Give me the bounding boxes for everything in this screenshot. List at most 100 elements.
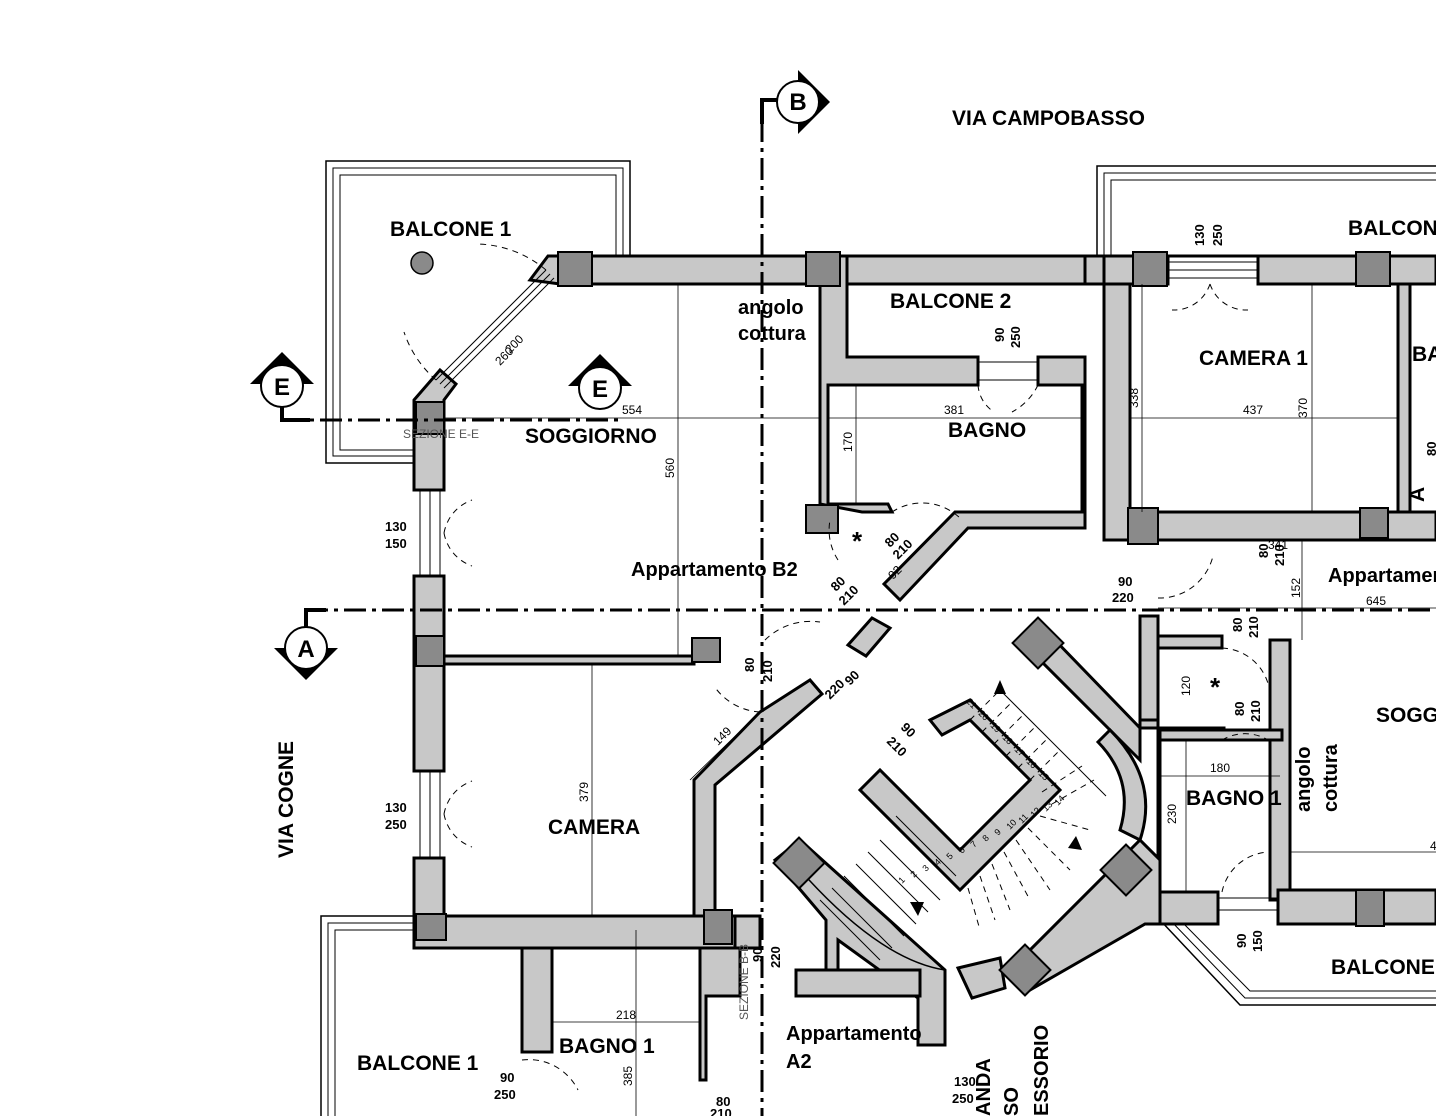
svg-text:218: 218 xyxy=(616,1008,636,1022)
stair-step-number: 2 xyxy=(908,869,919,880)
svg-text:210: 210 xyxy=(760,660,775,682)
svg-text:E: E xyxy=(274,374,290,401)
label-angolo-right: angolo xyxy=(1293,746,1315,812)
svg-text:554: 554 xyxy=(622,403,642,417)
svg-text:130: 130 xyxy=(954,1074,976,1089)
svg-text:250: 250 xyxy=(952,1091,974,1106)
svg-text:130: 130 xyxy=(385,519,407,534)
windows xyxy=(419,261,1278,911)
stair-step-number: 4 xyxy=(932,857,943,868)
label-balcone2-right: BALCONE 2 xyxy=(1331,956,1436,979)
svg-text:180: 180 xyxy=(1210,761,1230,775)
svg-text:220: 220 xyxy=(768,946,783,968)
svg-text:220: 220 xyxy=(1112,590,1134,605)
label-balcone1-bottom: BALCONE 1 xyxy=(357,1052,479,1075)
label-so-cut: SO xyxy=(1001,1087,1023,1116)
label-balcone1-top: BALCONE 1 xyxy=(390,218,512,241)
svg-text:90: 90 xyxy=(992,328,1007,342)
svg-text:80: 80 xyxy=(716,1094,730,1109)
svg-text:379: 379 xyxy=(577,782,591,802)
svg-text:645: 645 xyxy=(1366,594,1386,608)
svg-text:210: 210 xyxy=(1248,700,1263,722)
star-marker-2: * xyxy=(1210,672,1221,702)
stair-curve xyxy=(1095,727,1148,843)
svg-text:341: 341 xyxy=(1268,538,1288,552)
section-marker-e-right: E xyxy=(568,354,632,410)
svg-text:80: 80 xyxy=(1256,544,1271,558)
section-marker-e-left: E xyxy=(250,352,314,408)
svg-text:80: 80 xyxy=(1230,618,1245,632)
label-balcone2: BALCONE 2 xyxy=(890,290,1011,313)
section-label-b: SEZIONE B-B xyxy=(737,944,751,1020)
stair-step-number: 5 xyxy=(944,851,955,862)
columns xyxy=(415,251,1391,997)
svg-text:90: 90 xyxy=(1118,574,1132,589)
svg-text:250: 250 xyxy=(494,1087,516,1102)
label-cottura-right: cottura xyxy=(1320,743,1342,812)
stair-arrow-down-icon xyxy=(910,902,924,916)
label-appartamento-b2: Appartamento B2 xyxy=(631,559,798,581)
stair-step-number: 1 xyxy=(896,875,907,886)
svg-text:210: 210 xyxy=(710,1106,732,1116)
svg-text:A: A xyxy=(297,636,314,663)
svg-text:150: 150 xyxy=(1250,930,1265,952)
svg-text:210: 210 xyxy=(1246,616,1261,638)
stair-step-number: 8 xyxy=(980,833,991,844)
label-appartamento-right: Appartamen xyxy=(1328,565,1436,587)
section-marker-b: B xyxy=(776,70,830,134)
label-soggiorno: SOGGIORNO xyxy=(525,425,657,448)
svg-text:560: 560 xyxy=(663,458,677,478)
label-anda-cut: ANDA xyxy=(973,1058,995,1116)
label-ba-cut: BA xyxy=(1412,343,1436,366)
stair-step-number: 3 xyxy=(920,863,931,874)
svg-text:250: 250 xyxy=(1008,326,1023,348)
label-a2: A2 xyxy=(786,1051,812,1073)
svg-text:250: 250 xyxy=(385,817,407,832)
svg-text:230: 230 xyxy=(1165,804,1179,824)
svg-text:B: B xyxy=(789,89,806,116)
label-balcone-right: BALCONE xyxy=(1348,217,1436,240)
label-essorio-cut: ESSORIO xyxy=(1031,1025,1053,1116)
label-soggi-cut: SOGGI xyxy=(1376,704,1436,727)
section-lines xyxy=(280,98,1436,1116)
svg-text:150: 150 xyxy=(385,536,407,551)
svg-text:210: 210 xyxy=(1272,544,1287,566)
stair-step-number: 7 xyxy=(968,839,979,850)
label-bagno1-bottom: BAGNO 1 xyxy=(559,1035,655,1058)
svg-text:338: 338 xyxy=(1127,388,1141,408)
dimension-lines xyxy=(444,284,1436,1116)
label-camera1: CAMERA 1 xyxy=(1199,347,1308,370)
label-a-cut: A xyxy=(1406,487,1429,502)
svg-text:80: 80 xyxy=(1232,702,1247,716)
svg-text:90: 90 xyxy=(500,1070,514,1085)
label-cottura-1: cottura xyxy=(738,323,807,345)
stair-step-number: 9 xyxy=(992,827,1003,838)
svg-text:370: 370 xyxy=(1296,398,1310,418)
drain-icon xyxy=(410,251,434,275)
stair-treads xyxy=(819,689,1107,961)
stair-arrow-up-2-icon xyxy=(1068,836,1082,850)
star-marker-1: * xyxy=(852,526,863,556)
label-appartamento-a2: Appartamento xyxy=(786,1023,922,1045)
stair-step-number: 6 xyxy=(956,845,967,856)
svg-text:170: 170 xyxy=(841,432,855,452)
svg-text:130: 130 xyxy=(385,800,407,815)
street-north: VIA CAMPOBASSO xyxy=(952,107,1145,130)
svg-text:152: 152 xyxy=(1289,578,1303,598)
svg-text:437: 437 xyxy=(1243,403,1263,417)
svg-text:250: 250 xyxy=(1210,224,1225,246)
svg-text:381: 381 xyxy=(944,403,964,417)
svg-text:E: E xyxy=(592,376,608,403)
door-swings xyxy=(403,243,1271,1091)
svg-text:120: 120 xyxy=(1179,676,1193,696)
label-bagno1-right: BAGNO 1 xyxy=(1186,787,1282,810)
label-bagno: BAGNO xyxy=(948,419,1026,442)
svg-text:90: 90 xyxy=(1234,934,1249,948)
svg-text:90: 90 xyxy=(898,720,919,741)
walls xyxy=(412,254,1436,1082)
stair-curve-bottom xyxy=(799,869,946,971)
label-angolo-1: angolo xyxy=(738,297,804,319)
stair-arrow-up-icon xyxy=(994,680,1006,694)
street-west: VIA COGNE xyxy=(275,741,298,858)
